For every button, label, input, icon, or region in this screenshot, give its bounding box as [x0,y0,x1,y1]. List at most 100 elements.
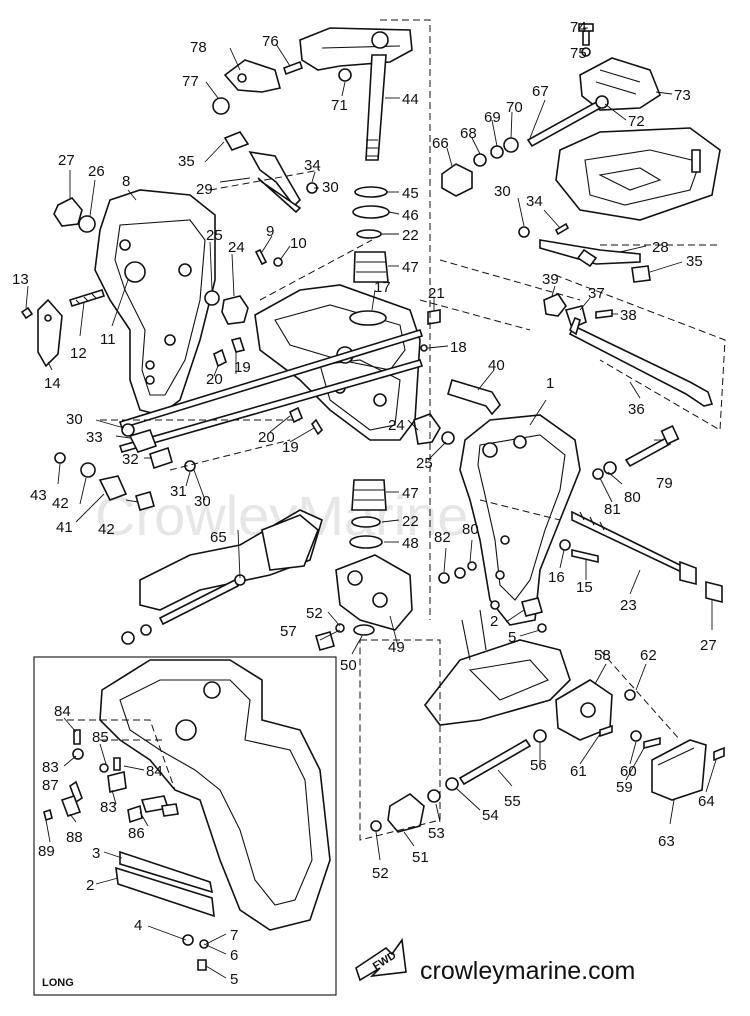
callout-74: 74 [570,19,587,36]
callout-60: 60 [620,763,637,780]
line-art [20,19,726,996]
callout-24: 24 [388,417,405,434]
callout-32: 32 [122,451,139,468]
callout-83: 83 [42,759,59,776]
callout-50: 50 [340,657,357,674]
callout-42: 42 [52,495,69,512]
footer-url: crowleymarine.com [420,957,635,985]
callout-72: 72 [628,113,645,130]
callout-15: 15 [576,579,593,596]
callout-41: 41 [56,519,73,536]
callout-5: 5 [508,629,516,646]
callout-18: 18 [450,339,467,356]
callout-71: 71 [331,97,348,114]
callout-63: 63 [658,833,675,850]
callout-35: 35 [686,253,703,270]
callout-84: 84 [146,763,163,780]
callout-56: 56 [530,757,547,774]
callout-11: 11 [100,331,116,348]
callout-81: 81 [604,501,621,518]
callout-68: 68 [460,125,477,142]
callout-27: 27 [700,637,717,654]
callout-87: 87 [42,777,59,794]
callout-2: 2 [86,877,94,894]
callout-28: 28 [652,239,669,256]
callout-10: 10 [290,235,307,252]
callout-26: 26 [88,163,105,180]
callout-70: 70 [506,99,523,116]
callout-83: 83 [100,799,117,816]
callout-19: 19 [282,439,299,456]
callout-6: 6 [230,947,238,964]
callout-8: 8 [122,173,130,190]
callout-89: 89 [38,843,55,860]
callout-31: 31 [170,483,187,500]
callout-84: 84 [54,703,71,720]
callout-44: 44 [402,91,419,108]
callout-51: 51 [412,849,429,866]
callout-69: 69 [484,109,501,126]
callout-82: 82 [434,529,451,546]
callout-77: 77 [182,73,199,90]
callout-55: 55 [504,793,521,810]
callout-22: 22 [402,227,419,244]
callout-64: 64 [698,793,715,810]
callout-9: 9 [266,223,274,240]
callout-47: 47 [402,259,419,276]
callout-46: 46 [402,207,419,224]
callout-47: 47 [402,485,419,502]
callout-7: 7 [230,927,238,944]
callout-40: 40 [488,357,505,374]
callout-25: 25 [416,455,433,472]
callout-19: 19 [234,359,251,376]
callout-48: 48 [402,535,419,552]
callout-3: 3 [92,845,100,862]
callout-52: 52 [372,865,389,882]
callout-1: 1 [546,375,554,392]
callout-30: 30 [494,183,511,200]
inset-label: LONG [42,977,74,989]
callout-16: 16 [548,569,565,586]
callout-33: 33 [86,429,103,446]
callout-30: 30 [194,493,211,510]
callout-29: 29 [196,181,213,198]
callout-14: 14 [44,375,61,392]
callout-20: 20 [206,371,223,388]
callout-45: 45 [402,185,419,202]
callout-88: 88 [66,829,83,846]
callout-24: 24 [228,239,245,256]
callout-25: 25 [206,227,223,244]
callout-39: 39 [542,271,559,288]
callout-36: 36 [628,401,645,418]
callout-4: 4 [134,917,142,934]
callout-20: 20 [258,429,275,446]
callout-66: 66 [432,135,449,152]
fwd-arrow-icon [355,937,407,982]
callout-34: 34 [304,157,321,174]
callout-23: 23 [620,597,637,614]
callout-37: 37 [588,285,605,302]
callout-21: 21 [428,285,445,302]
callout-61: 61 [570,763,587,780]
callout-86: 86 [128,825,145,842]
callout-17: 17 [374,279,391,296]
callout-80: 80 [624,489,641,506]
callout-38: 38 [620,307,637,324]
callout-30: 30 [66,411,83,428]
callout-52: 52 [306,605,323,622]
callout-78: 78 [190,39,207,56]
callout-35: 35 [178,153,195,170]
callout-59: 59 [616,779,633,796]
callout-62: 62 [640,647,657,664]
callout-42: 42 [98,521,115,538]
callout-30: 30 [322,179,339,196]
callout-5: 5 [230,971,238,988]
callout-27: 27 [58,152,75,169]
callout-34: 34 [526,193,543,210]
callout-67: 67 [532,83,549,100]
callout-43: 43 [30,487,47,504]
callout-2: 2 [490,613,498,630]
callout-76: 76 [262,33,279,50]
